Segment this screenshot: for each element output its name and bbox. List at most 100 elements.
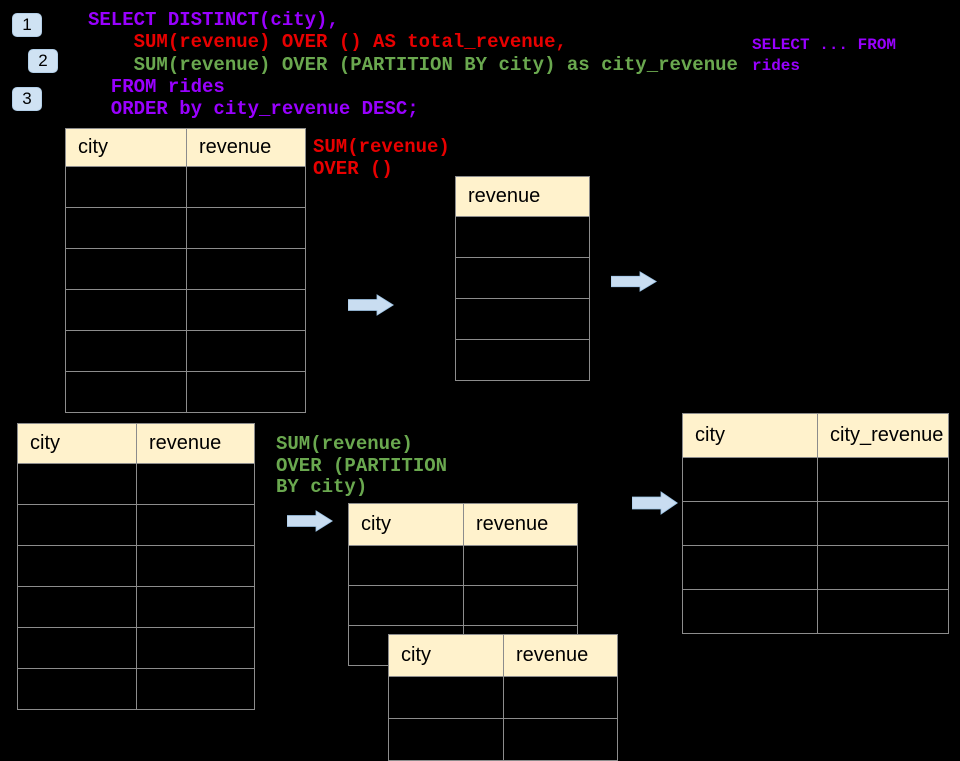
table-row (348, 545, 578, 586)
sql-line-order-by: ORDER by city_revenue DESC; (88, 98, 419, 121)
side-code-line-2: rides (752, 57, 801, 75)
column-header-city: city (388, 634, 504, 677)
table-cell-empty (186, 371, 306, 413)
table-header-row: city revenue (65, 128, 306, 167)
right-arrow-icon (611, 271, 657, 292)
table-cell-empty (817, 545, 949, 590)
city-revenue-table: city city_revenue (682, 413, 949, 634)
table-row (65, 166, 306, 208)
column-header-city: city (65, 128, 187, 167)
table-cell-empty (388, 718, 504, 761)
table-cell-empty (463, 545, 578, 586)
column-header-city: city (348, 503, 464, 546)
table-cell-empty (65, 207, 187, 249)
partition-table-front: city revenue (388, 634, 618, 761)
label-line: SUM(revenue) (276, 433, 413, 455)
table-row (455, 339, 590, 381)
table-row (455, 257, 590, 299)
table-cell-empty (17, 586, 137, 628)
table-row (17, 586, 255, 628)
table-cell-empty (136, 668, 255, 710)
table-cell-empty (17, 668, 137, 710)
table-cell-empty (817, 457, 949, 502)
table-row (348, 585, 578, 626)
table-row (455, 298, 590, 340)
right-arrow-icon (632, 491, 678, 515)
table-row (17, 627, 255, 669)
step-badge-2: 2 (28, 49, 58, 73)
table-cell-empty (682, 589, 818, 634)
total-revenue-table: revenue (455, 176, 590, 381)
table-cell-empty (817, 589, 949, 634)
slide-canvas: { "colors": { "purple": "#9900ff", "red"… (12, 9, 949, 761)
table-header-row: city revenue (388, 634, 618, 677)
table-cell-empty (817, 501, 949, 546)
table-row (455, 216, 590, 258)
table-row (65, 371, 306, 413)
table-cell-empty (65, 166, 187, 208)
table-cell-empty (17, 504, 137, 546)
table-row (682, 545, 949, 590)
partition-window-label: SUM(revenue) OVER (PARTITION BY city) (276, 433, 448, 499)
table-row (65, 330, 306, 372)
table-cell-empty (17, 627, 137, 669)
table-cell-empty (186, 330, 306, 372)
side-code-line-1: SELECT ... FROM (752, 36, 897, 54)
column-header-revenue: revenue (463, 503, 578, 546)
column-header-revenue: revenue (503, 634, 618, 677)
table-row (65, 289, 306, 331)
table-row (682, 501, 949, 546)
table-cell-empty (455, 257, 590, 299)
table-row (65, 248, 306, 290)
right-arrow-icon (287, 510, 333, 532)
sql-line-city-revenue: SUM(revenue) OVER (PARTITION BY city) as… (88, 53, 738, 76)
table-cell-empty (65, 289, 187, 331)
table-row (682, 457, 949, 502)
column-header-city: city (682, 413, 818, 458)
column-header-revenue: revenue (136, 423, 255, 464)
table-cell-empty (348, 545, 464, 586)
table-cell-empty (17, 463, 137, 505)
table-cell-empty (503, 676, 618, 719)
source-table-top: city revenue (65, 128, 306, 413)
sql-line-total-revenue: SUM(revenue) OVER () AS total_revenue, (88, 31, 567, 54)
column-header-city: city (17, 423, 137, 464)
label-line: OVER (PARTITION (276, 454, 448, 477)
table-cell-empty (455, 216, 590, 258)
table-row (17, 545, 255, 587)
table-cell-empty (455, 298, 590, 340)
table-header-row: city revenue (17, 423, 255, 464)
column-header-revenue: revenue (186, 128, 306, 167)
table-cell-empty (136, 504, 255, 546)
table-cell-empty (682, 545, 818, 590)
column-header-city-revenue: city_revenue (817, 413, 949, 458)
table-header-row: city revenue (348, 503, 578, 546)
column-header-revenue: revenue (455, 176, 590, 217)
table-row (17, 463, 255, 505)
table-cell-empty (682, 501, 818, 546)
step-badge-1: 1 (12, 13, 42, 37)
right-arrow-icon (348, 294, 394, 316)
table-cell-empty (348, 585, 464, 626)
table-row (682, 589, 949, 634)
table-row (65, 207, 306, 249)
total-revenue-window-label: SUM(revenue) OVER () (313, 136, 450, 180)
table-row (17, 504, 255, 546)
table-cell-empty (682, 457, 818, 502)
source-table-bottom: city revenue (17, 423, 255, 710)
table-cell-empty (65, 371, 187, 413)
step-badge-3: 3 (12, 87, 42, 111)
table-row (388, 676, 618, 719)
table-header-row: city city_revenue (682, 413, 949, 458)
table-cell-empty (186, 248, 306, 290)
table-cell-empty (17, 545, 137, 587)
label-line: SUM(revenue) (313, 136, 450, 158)
table-header-row: revenue (455, 176, 590, 217)
sql-line-select: SELECT DISTINCT(city), (88, 9, 339, 31)
table-cell-empty (455, 339, 590, 381)
table-cell-empty (136, 586, 255, 628)
label-line: BY city) (276, 476, 368, 498)
table-row (17, 668, 255, 710)
table-cell-empty (388, 676, 504, 719)
label-line: OVER () (313, 157, 393, 180)
